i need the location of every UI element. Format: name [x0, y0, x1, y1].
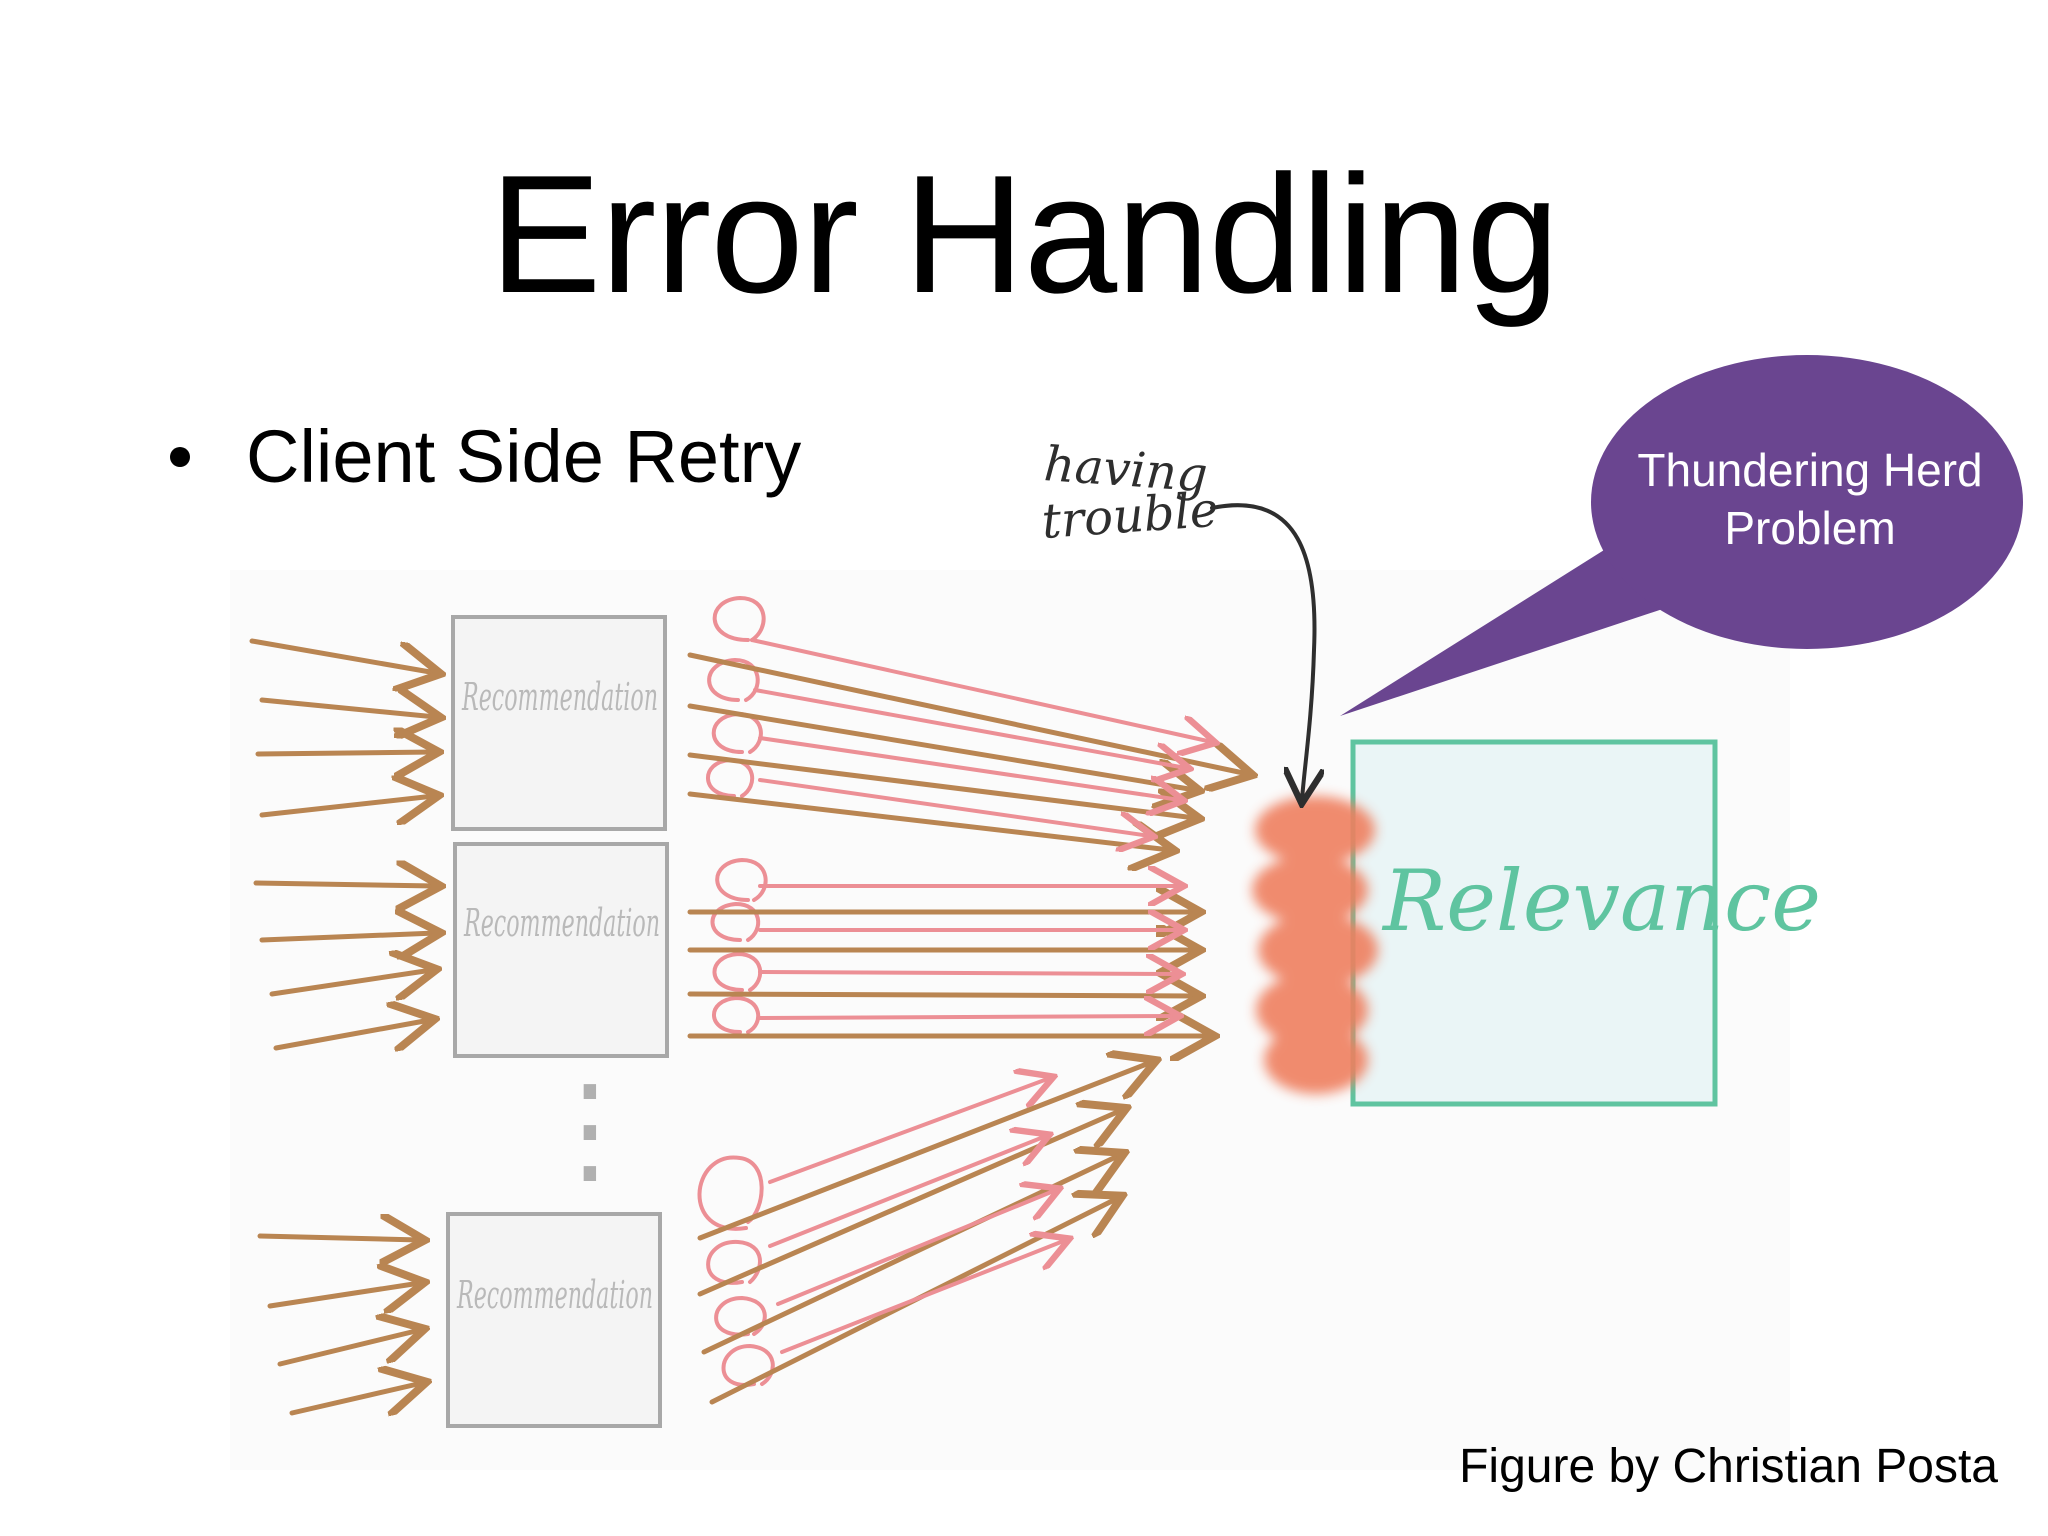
retry-requests: [750, 638, 1212, 1354]
bullet-dot-icon: [170, 447, 190, 467]
callout-bubble: [1340, 355, 2023, 716]
annotation-line-2: trouble: [1040, 482, 1220, 550]
client-box-label: Recommendation: [461, 675, 658, 719]
client-box-2: Recommendation: [453, 842, 669, 1058]
bullet-text: Client Side Retry: [246, 415, 802, 498]
bullet-list: Client Side Retry: [170, 420, 801, 494]
client-box-label: Recommendation: [463, 901, 660, 945]
callout-line-1: Thundering Herd: [1637, 444, 1983, 496]
bullet-item: Client Side Retry: [170, 420, 801, 494]
incoming-requests: [249, 638, 436, 1413]
retry-loops: [697, 595, 775, 1387]
client-box-label: Recommendation: [456, 1273, 653, 1317]
callout-line-2: Problem: [1724, 501, 1896, 554]
relevance-label: Relevance: [1381, 852, 1821, 950]
client-box-1: Recommendation: [451, 615, 667, 831]
figure-credit: Figure by Christian Posta: [1459, 1440, 1998, 1493]
annotation-line-1: having: [1042, 436, 1209, 503]
ellipsis-dots: ⋮: [530, 1060, 650, 1199]
annotation-arrow: [1210, 503, 1315, 800]
callout-text: Thundering Herd Problem: [1590, 442, 2030, 557]
slide-title: Error Handling: [489, 140, 1559, 328]
overload-indicator: [1252, 796, 1378, 1094]
client-box-3: Recommendation: [446, 1212, 662, 1428]
